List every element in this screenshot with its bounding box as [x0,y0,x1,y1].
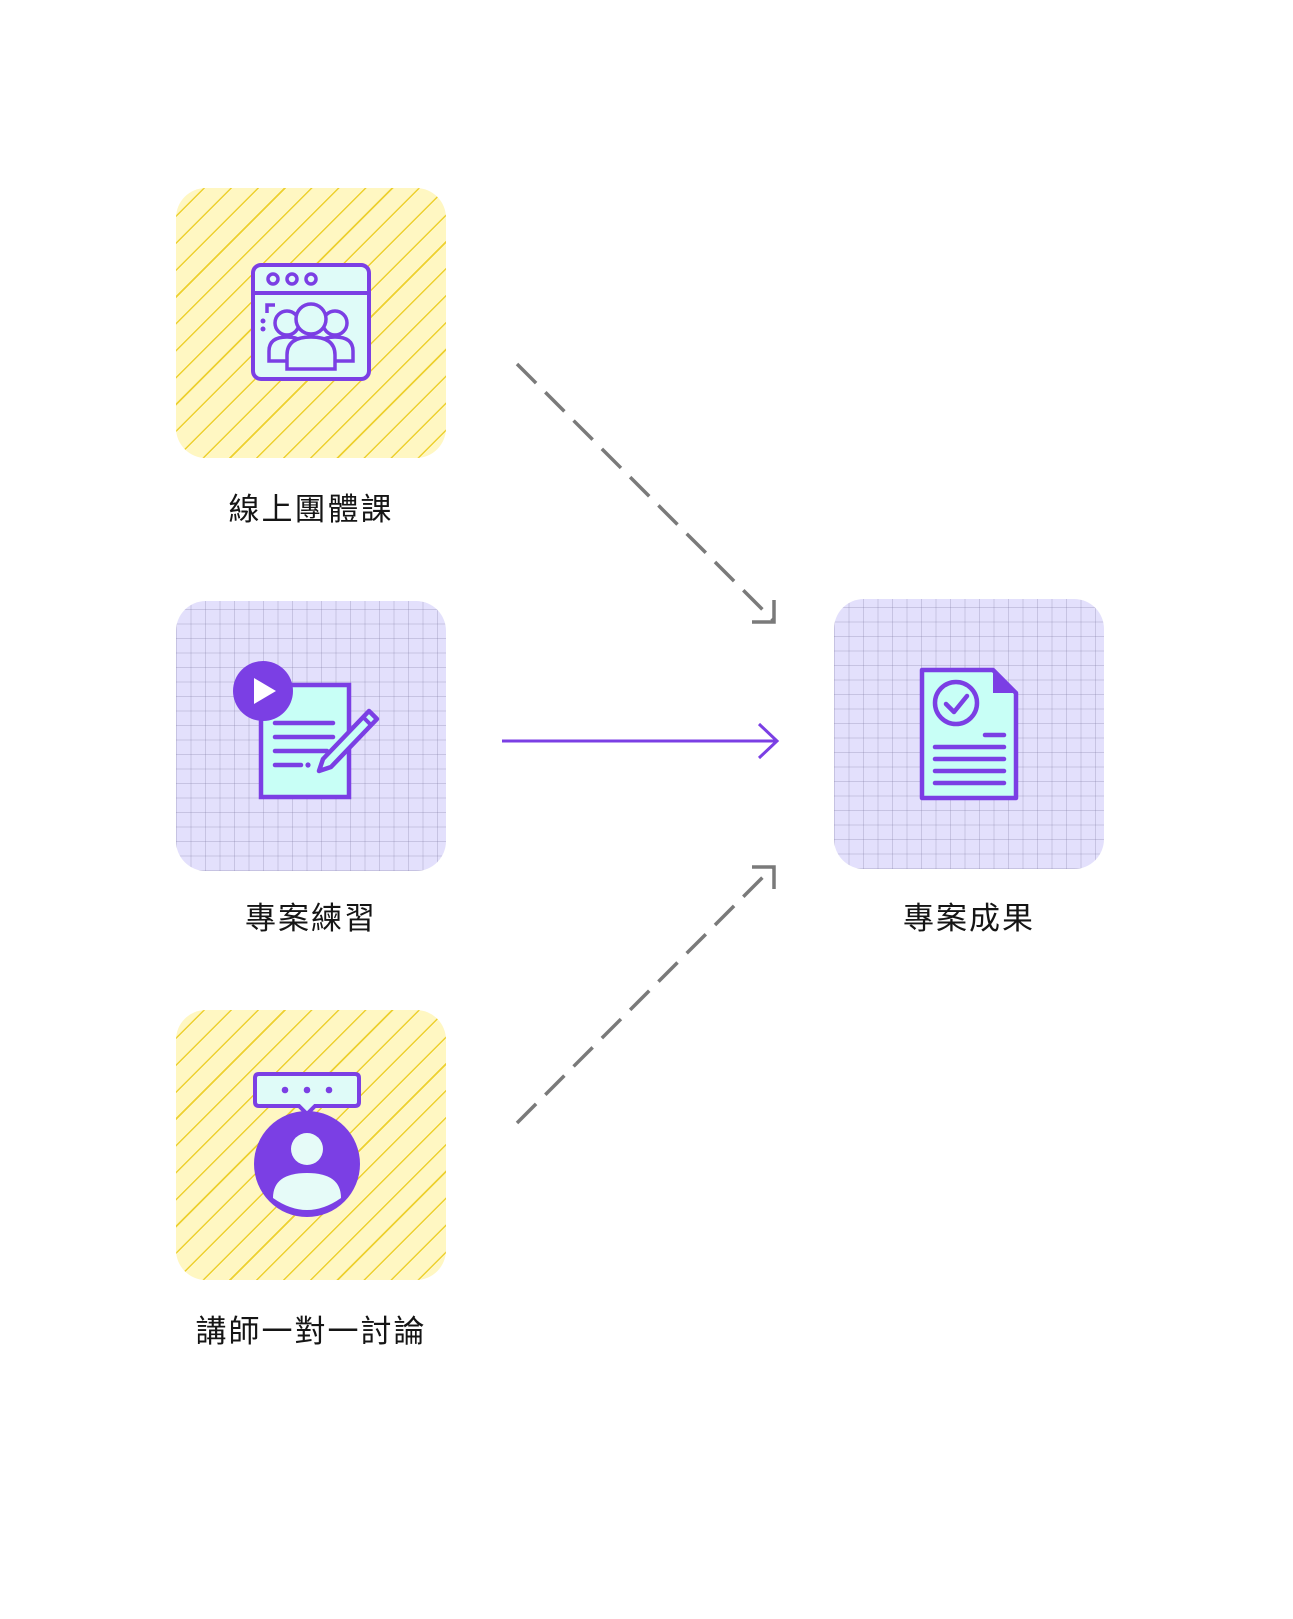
user-chat-icon [253,1072,361,1217]
verified-document-icon [919,667,1019,801]
project-result-tile [834,599,1104,869]
solid-arrow-middle [502,722,780,760]
project-result-label: 專案成果 [903,901,1035,937]
online-group-class-icon [251,263,371,381]
dashed-arrow-bottom [515,865,776,1125]
video-document-edit-icon [233,661,380,800]
project-practice-label: 專案練習 [245,901,377,937]
mentor-discussion-tile [176,1010,446,1280]
project-practice-tile [176,601,446,871]
dashed-arrow-top [515,362,776,624]
online-class-label: 線上團體課 [228,492,394,528]
online-class-tile [176,188,446,458]
mentor-discussion-label: 講師一對一討論 [195,1314,427,1350]
